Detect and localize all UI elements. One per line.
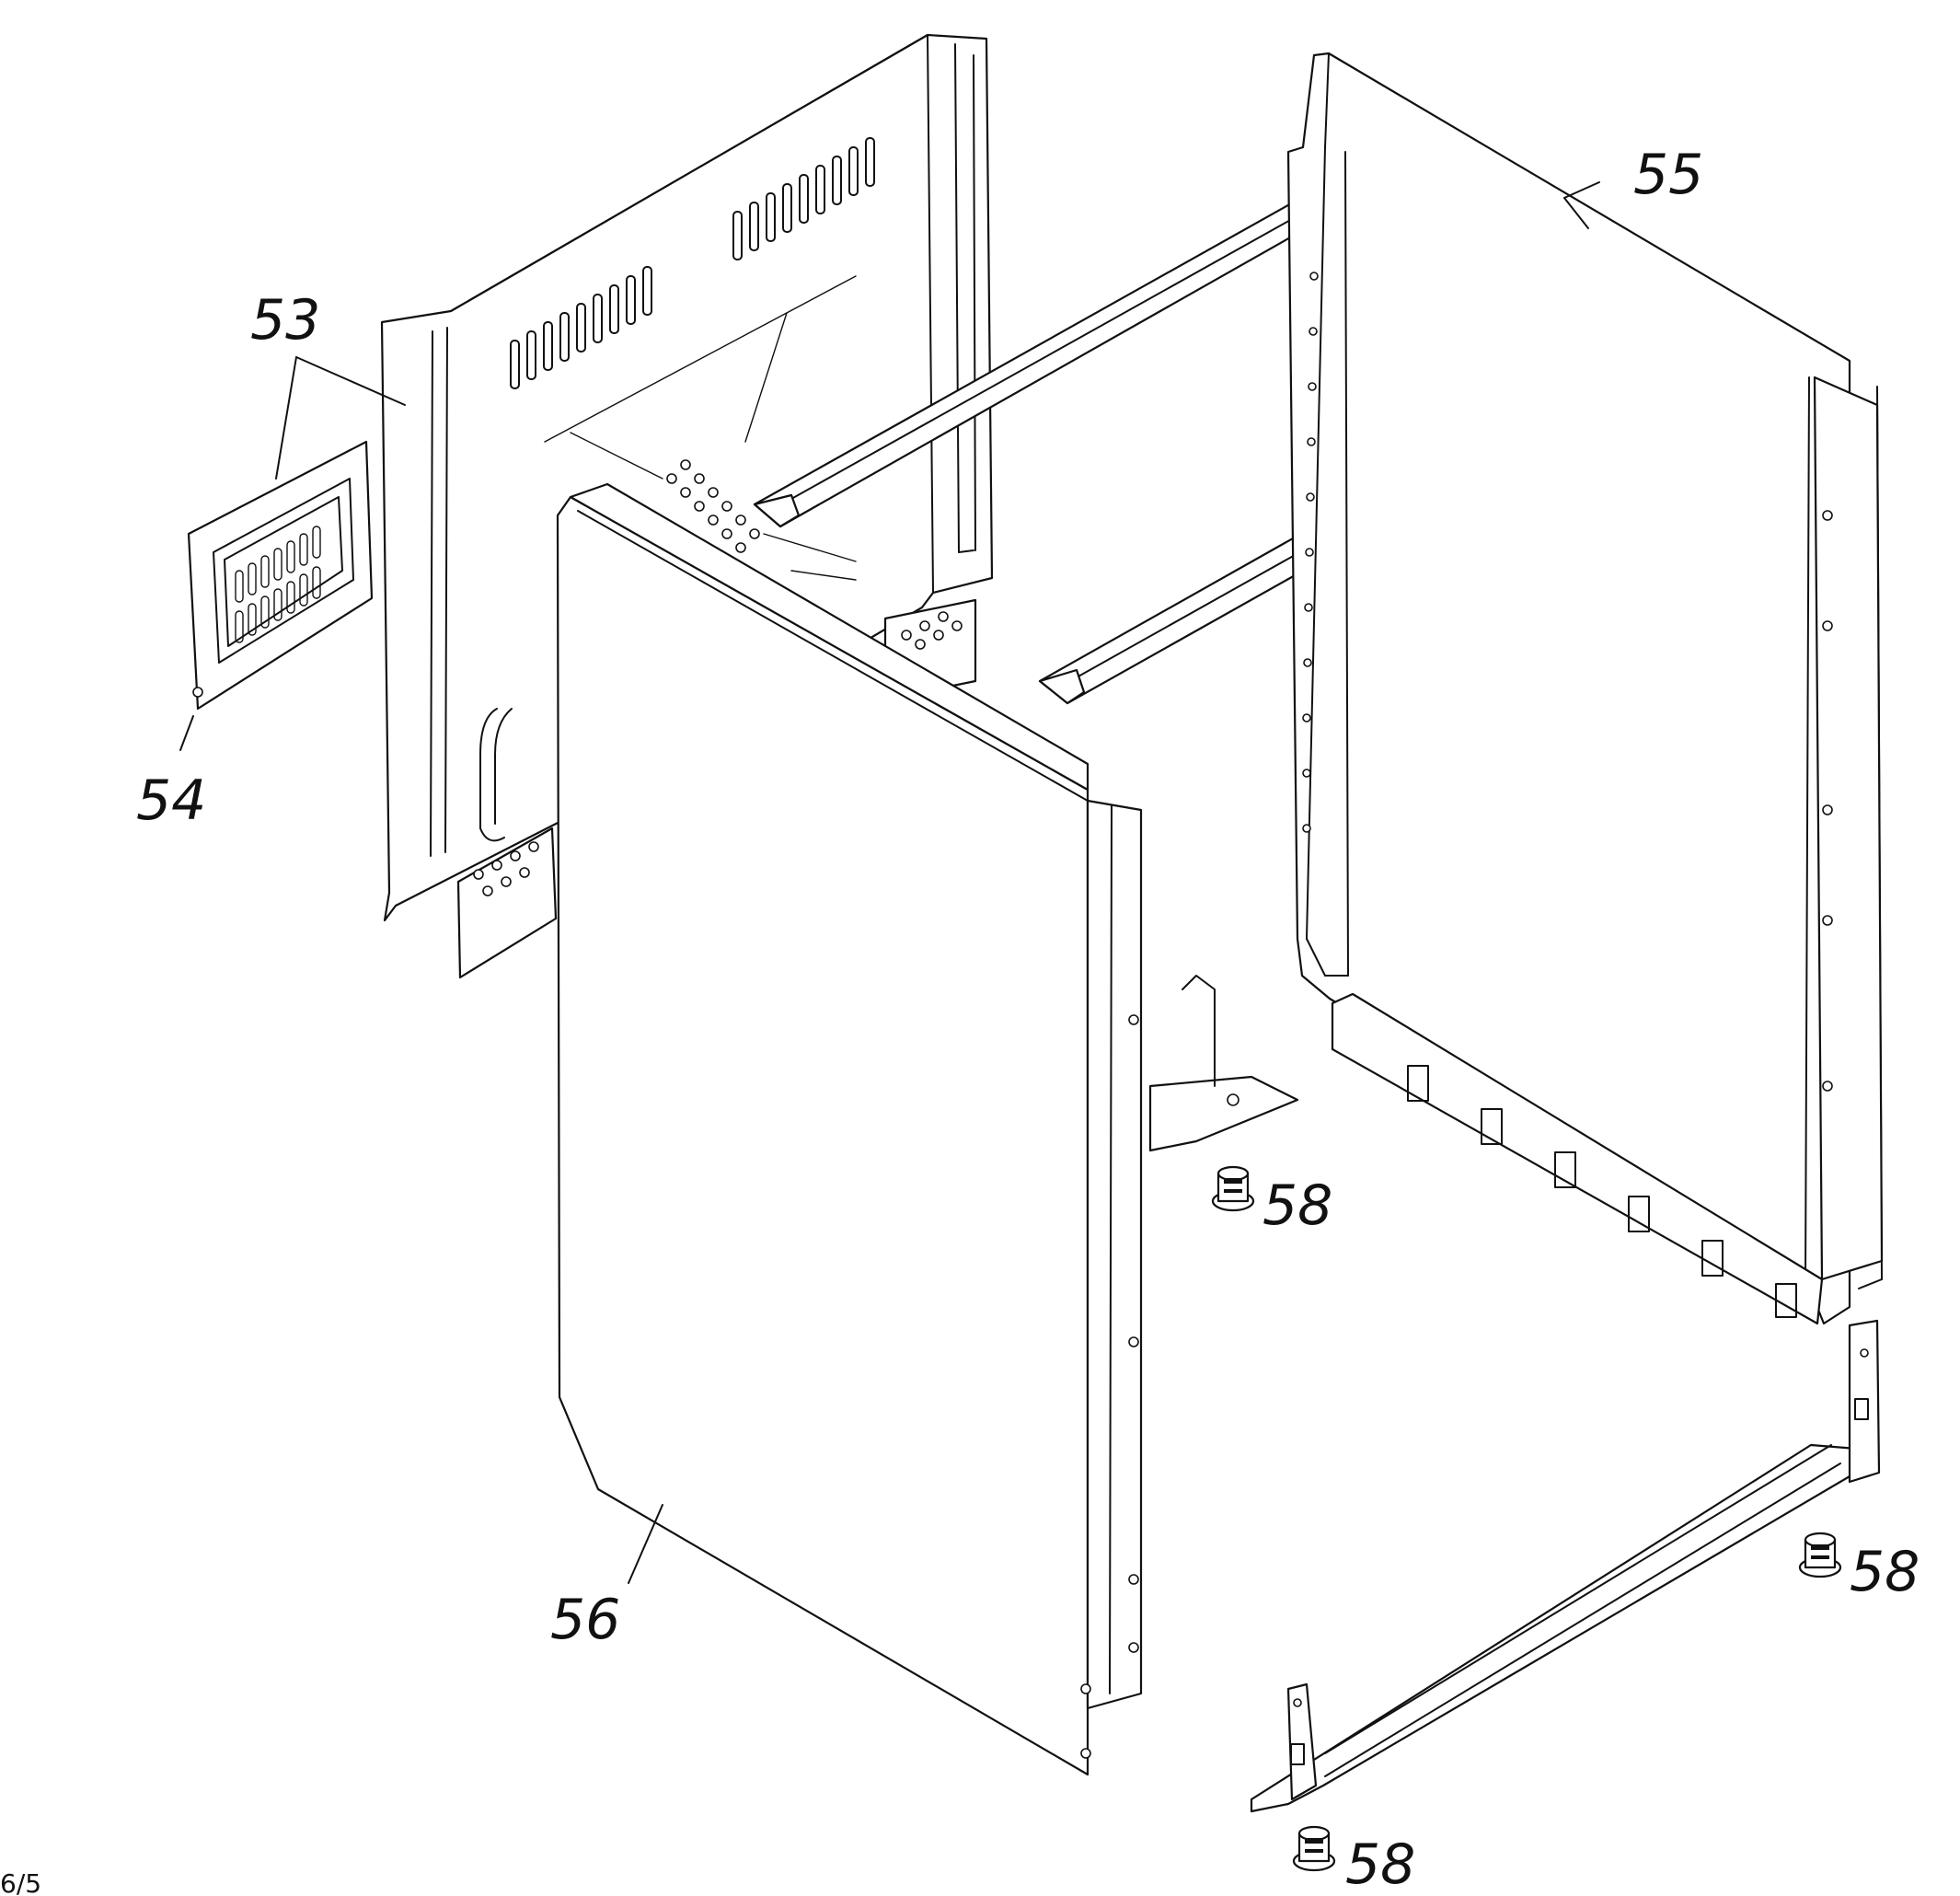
callout-55: 55 <box>1633 143 1703 207</box>
filter-slots <box>235 526 321 643</box>
corner-text: 6/5 <box>0 1868 41 1896</box>
filter-grille <box>187 440 374 711</box>
side-panel <box>556 482 1143 1776</box>
foot-a <box>1211 1165 1255 1212</box>
side-frame-holes <box>1302 272 1833 1092</box>
callout-54: 54 <box>136 769 206 833</box>
back-panel <box>380 33 994 979</box>
callout-56: 56 <box>550 1588 620 1652</box>
side-frame-bottom-bar <box>1331 992 1824 1325</box>
bottom-front-rail <box>1250 1319 1881 1813</box>
fan-guard <box>544 275 857 581</box>
base-bracket <box>1148 975 1299 1152</box>
filter-screw-hole <box>192 687 203 698</box>
foot-c <box>1292 1825 1336 1872</box>
side-frame <box>1286 52 1884 1325</box>
callout-53: 53 <box>250 288 320 353</box>
callout-58-c: 58 <box>1345 1832 1415 1896</box>
back-panel-vents <box>510 137 875 389</box>
callout-58-a: 58 <box>1262 1173 1332 1238</box>
foot-b <box>1798 1532 1842 1578</box>
leader-lines <box>179 181 1600 1584</box>
callout-58-b: 58 <box>1850 1540 1920 1604</box>
